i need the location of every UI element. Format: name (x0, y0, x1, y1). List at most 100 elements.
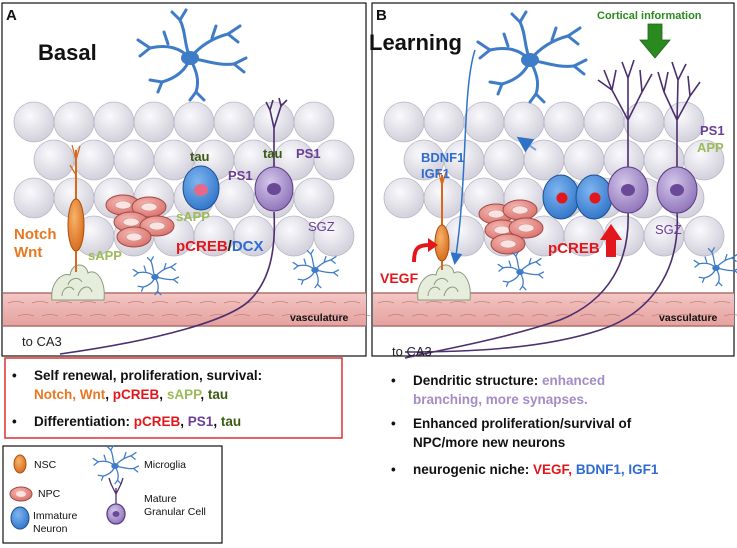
npc-nucleus (114, 200, 132, 210)
vessel-texture (137, 314, 155, 317)
label-sgz-b: SGZ (655, 222, 682, 237)
mature-granule-b1 (404, 59, 653, 359)
vegf-arrow (412, 238, 438, 263)
microglia-process (210, 24, 218, 40)
immature-neuron-a (182, 165, 220, 211)
microglia-process (132, 465, 140, 470)
granule-sphere (173, 101, 215, 143)
vessel-texture (713, 301, 731, 304)
learning-bullet-1-head: Dendritic structure: (413, 373, 539, 388)
legend-immature-icon (10, 506, 30, 530)
microglia-process (528, 92, 538, 104)
bullet-dot: • (391, 373, 396, 388)
vessel-texture (79, 301, 97, 304)
granule-sphere (13, 177, 55, 219)
cortical-arrow (639, 23, 671, 59)
microglia-process (330, 255, 337, 261)
microglia-process (310, 249, 314, 255)
microglia-body (311, 267, 319, 273)
learning-bullet-3-head: neurogenic niche: (413, 462, 530, 477)
microglia-process (731, 253, 737, 259)
microglia-process (156, 290, 162, 296)
granule-sphere (383, 101, 425, 143)
vessel-texture (593, 301, 611, 304)
bullet-1-wnt: Wnt (79, 387, 106, 402)
microglia-process (133, 272, 139, 277)
microglia-process (170, 266, 176, 271)
label-tau-1: tau (190, 149, 210, 164)
legend-immature-label-1: Immature (33, 510, 78, 522)
granule-sphere (423, 101, 465, 143)
microglia-process (572, 64, 586, 76)
granule-sphere (443, 215, 485, 257)
vessel-texture (271, 301, 289, 304)
bullet-1-sapp: sAPP (166, 387, 201, 402)
microglia-process (510, 12, 522, 24)
learning-bullet-2: • Enhanced proliferation/survival of NPC… (391, 414, 731, 452)
microglia-small-a2 (292, 249, 340, 289)
microglia-body (521, 53, 539, 67)
learning-bullet-3: • neurogenic niche: VEGF, BDNF1, IGF1 (391, 460, 731, 479)
comma: , (200, 387, 205, 402)
niche-a (51, 264, 105, 301)
panel-a-frame (1, 2, 367, 357)
microglia-top-a (136, 8, 248, 102)
summary-bullet-2: • Differentiation: pCREB, PS1, tau (12, 412, 342, 431)
pcreb-up-arrow (600, 224, 622, 257)
microglia-body (712, 265, 720, 271)
label-to-ca3-a: to CA3 (22, 334, 62, 349)
granule-sphere (33, 139, 75, 181)
microglia-process (172, 278, 179, 284)
vessel-texture (127, 301, 145, 304)
learning-bullet-1: • Dendritic structure: enhanced branchin… (391, 371, 731, 409)
microglia-process (170, 262, 177, 268)
vessel-texture (113, 314, 131, 317)
microglia-process (707, 248, 713, 253)
granule-sphere (683, 215, 725, 257)
panel-a-title: Basal (38, 40, 97, 65)
vessel-texture (319, 301, 337, 304)
microglia-process (511, 252, 517, 257)
vessel-texture (641, 301, 659, 304)
bullet-1-tau: tau (207, 387, 229, 402)
label-sgz-a: SGZ (308, 219, 335, 234)
learning-bullet-1-tail2: branching, more synapses. (413, 392, 588, 407)
label-ps1-a: PS1 (228, 168, 253, 183)
bullet-2-head: Differentiation: (34, 414, 130, 429)
microglia-process (496, 82, 504, 96)
vessel-texture (185, 314, 203, 317)
vessel-texture (435, 314, 453, 317)
comma: , (159, 387, 164, 402)
microglia-process (535, 261, 541, 266)
microglia-process (502, 280, 509, 283)
bullet-dot: • (12, 414, 17, 429)
label-notch: Notch (14, 226, 57, 243)
microglia-process (137, 285, 144, 288)
microglia-process (232, 56, 248, 66)
microglia-process (711, 247, 715, 253)
granule-sphere (683, 139, 725, 181)
label-app: APP (697, 140, 724, 155)
microglia-process (172, 276, 180, 281)
vessel-texture (41, 314, 59, 317)
granule-sphere (313, 215, 355, 257)
vessel-texture (425, 301, 443, 304)
vasculature-b (373, 292, 737, 327)
label-slash: / (227, 238, 232, 255)
npc-nucleus (499, 239, 517, 249)
bullet-dot: • (12, 368, 17, 383)
microglia-process (498, 267, 504, 272)
vessel-texture (257, 314, 275, 317)
microglia-process (724, 253, 728, 261)
vessel-texture (31, 301, 49, 304)
microglia-process (292, 261, 299, 267)
microglia-process (515, 251, 519, 257)
microglia-process (572, 58, 588, 68)
vessel-texture (689, 301, 707, 304)
microglia-process (92, 457, 99, 463)
microglia-process (163, 262, 167, 270)
npc-nucleus (511, 205, 529, 215)
microglia-process (332, 269, 340, 274)
vessel-texture (579, 314, 597, 317)
microglia-process (123, 451, 127, 459)
